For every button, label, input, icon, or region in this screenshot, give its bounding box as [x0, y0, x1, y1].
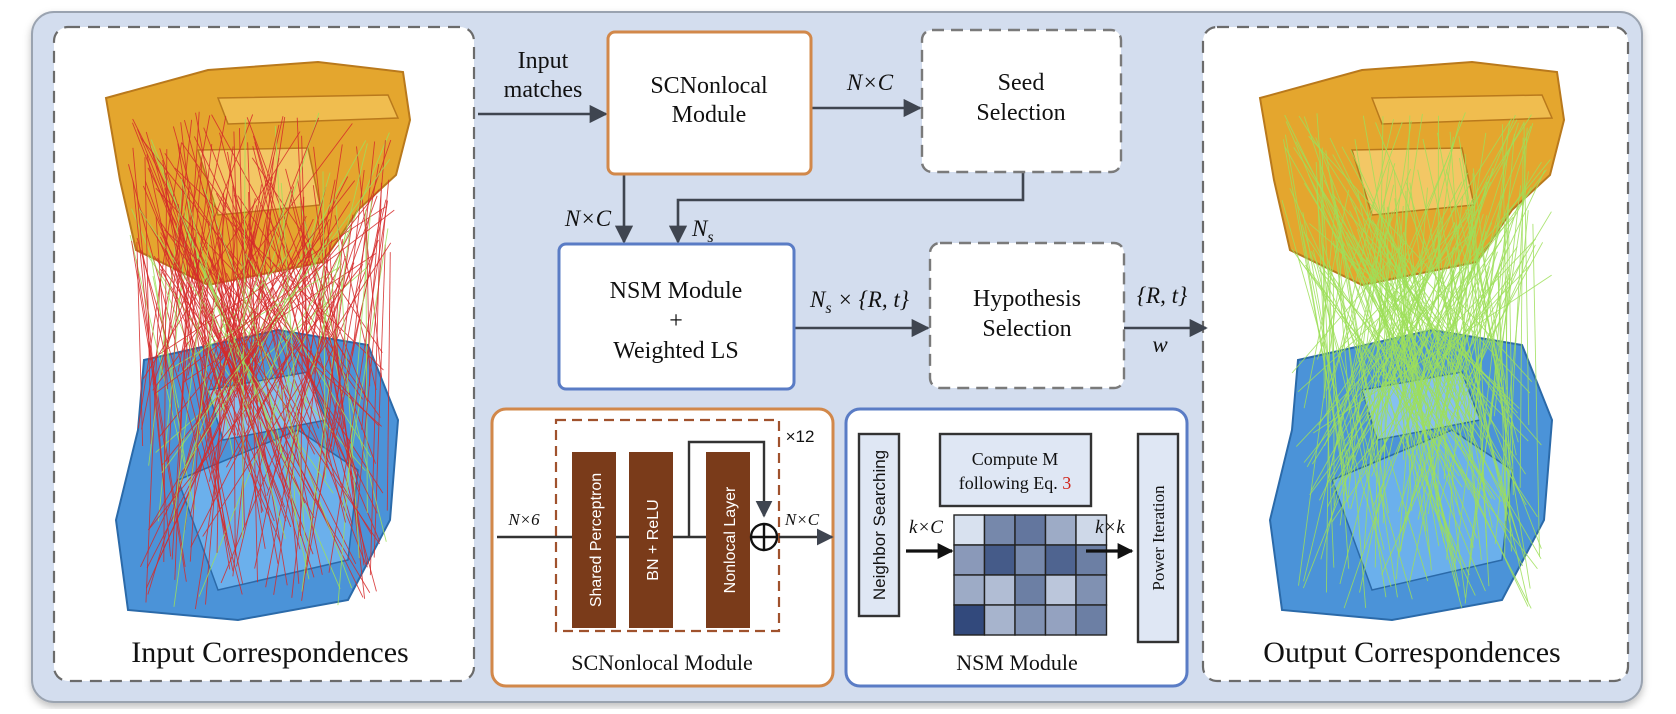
- hypothesis-selection-box: Hypothesis Selection: [930, 243, 1124, 388]
- hypothesis-label-2: Selection: [982, 316, 1071, 342]
- nsm-weighted-ls-box: NSM Module + Weighted LS: [559, 244, 794, 389]
- shared-perceptron-label: Shared Perceptron: [588, 473, 605, 607]
- kxc-label: k×C: [909, 517, 943, 538]
- affinity-matrix: [954, 515, 1107, 635]
- neighbor-searching-label: Neighbor Searching: [870, 450, 889, 600]
- matrix-cell: [985, 545, 1016, 575]
- w-output-label: w: [1152, 332, 1168, 357]
- matrix-cell: [1015, 545, 1046, 575]
- scnonlocal-detail-box: ×12 N×6 N×C Shared Perceptron BN + ReLU …: [492, 409, 833, 686]
- matrix-cell: [985, 515, 1016, 545]
- nsm-detail-box: Neighbor Searching Compute M following E…: [846, 409, 1187, 686]
- matrix-cell: [1076, 605, 1107, 635]
- repeat-label: ×12: [786, 427, 815, 446]
- scnonlocal-module-box: SCNonlocal Module: [608, 32, 811, 174]
- scnonlocal-detail-caption: SCNonlocal Module: [571, 650, 753, 675]
- input-matches-label-1: Input: [518, 48, 569, 74]
- nxc-label-left: N×C: [564, 206, 612, 231]
- matrix-cell: [1076, 575, 1107, 605]
- matrix-cell: [954, 545, 985, 575]
- nxc-label-top: N×C: [846, 70, 894, 95]
- input-matches-label-2: matches: [504, 77, 583, 103]
- nsm-label-3: Weighted LS: [613, 338, 738, 364]
- matrix-cell: [1046, 575, 1077, 605]
- nsm-label-1: NSM Module: [610, 278, 743, 304]
- compute-m-block: [940, 434, 1091, 506]
- seed-label-1: Seed: [998, 70, 1045, 96]
- matrix-cell: [954, 515, 985, 545]
- nonlocal-layer-label: Nonlocal Layer: [722, 486, 739, 593]
- matrix-cell: [985, 605, 1016, 635]
- left-caption: Input Correspondences: [131, 636, 408, 669]
- matrix-cell: [954, 575, 985, 605]
- input-correspondences-panel: Input Correspondences: [54, 27, 474, 681]
- matrix-cell: [985, 575, 1016, 605]
- input-dim-label: N×6: [507, 510, 540, 529]
- input-scan-illustration: [106, 62, 410, 620]
- matrix-cell: [1015, 515, 1046, 545]
- output-dim-label: N×C: [784, 510, 820, 529]
- scnonlocal-label-2: Module: [672, 102, 747, 128]
- matrix-cell: [1046, 545, 1077, 575]
- seed-label-2: Selection: [976, 100, 1065, 126]
- yellow-shelf-shape: [1372, 95, 1552, 124]
- matrix-cell: [1046, 515, 1077, 545]
- sum-icon: [751, 524, 777, 550]
- nsm-detail-caption: NSM Module: [956, 650, 1078, 675]
- bn-relu-label: BN + ReLU: [645, 499, 662, 580]
- nsm-label-2: +: [669, 308, 683, 334]
- rt-output-label: {R, t}: [1137, 283, 1187, 308]
- scnonlocal-label-1: SCNonlocal: [650, 73, 768, 99]
- output-correspondences-panel: Output Correspondences: [1203, 27, 1628, 681]
- compute-m-label-1: Compute M: [972, 449, 1059, 469]
- matrix-cell: [1015, 605, 1046, 635]
- compute-m-label-2: following Eq. 3: [959, 473, 1072, 493]
- matrix-cell: [1015, 575, 1046, 605]
- seed-selection-box: Seed Selection: [922, 30, 1121, 172]
- right-caption: Output Correspondences: [1263, 636, 1560, 669]
- kxk-label: k×k: [1095, 517, 1125, 538]
- matrix-cell: [954, 605, 985, 635]
- power-iteration-label: Power Iteration: [1149, 485, 1168, 591]
- hypothesis-label-1: Hypothesis: [973, 286, 1081, 312]
- matrix-cell: [1046, 605, 1077, 635]
